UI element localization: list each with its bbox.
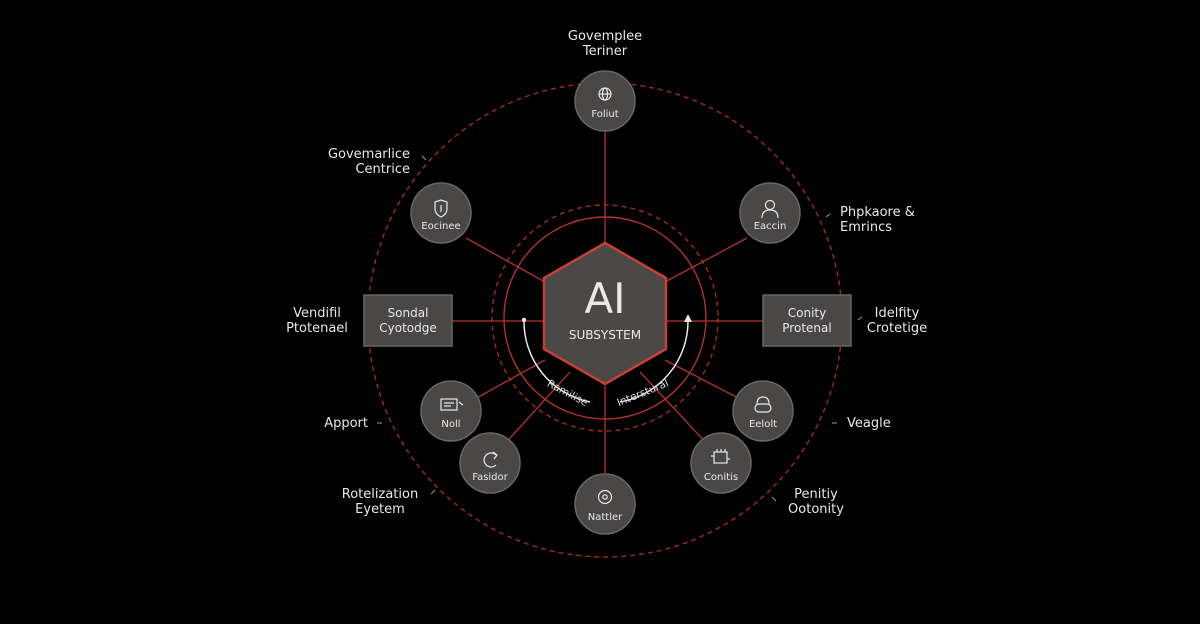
node-lower-left[interactable]: Noll — [420, 380, 482, 442]
node-lower-left-2[interactable]: Fasidor — [459, 432, 521, 494]
label-mid-right: Idelfity Crotetige — [857, 306, 937, 336]
core-subtitle: SUBSYSTEM — [569, 328, 641, 342]
node-label: Fasidor — [472, 472, 508, 483]
label-pointers — [377, 155, 863, 502]
globe-icon — [598, 87, 612, 101]
arc-dot — [521, 317, 527, 323]
spoke-lower-left-2 — [501, 371, 571, 448]
spoke-lower-left — [472, 359, 546, 401]
label-mid-left-line1: Vendifil — [293, 306, 341, 321]
gear-icon — [597, 489, 613, 505]
box-label-line1: Conity — [788, 306, 826, 320]
node-top[interactable]: Foliut — [574, 70, 636, 132]
spoke-lower-right — [664, 359, 743, 401]
arc-arrowhead — [684, 314, 692, 322]
label-mid-right-line2: Crotetige — [866, 321, 928, 336]
node-label: Eelolt — [749, 419, 777, 430]
label-lower-right-line1: Veagle — [847, 416, 891, 431]
label-bottom-right-line1: Penitiy — [794, 487, 838, 502]
node-bottom[interactable]: Nattler — [574, 473, 636, 535]
shield-icon — [434, 199, 448, 218]
core-title: AI — [584, 274, 625, 323]
arc-label-right: Interstural — [615, 377, 670, 409]
node-label: Foliut — [591, 109, 618, 120]
label-lower-left-line1: Apport — [324, 416, 368, 431]
label-top-line2: Teriner — [582, 44, 628, 59]
label-bottom-left-line2: Eyetem — [355, 502, 405, 517]
label-top: Govemplee Teriner — [560, 29, 650, 59]
node-upper-left[interactable]: Eocinee — [410, 182, 472, 244]
label-bottom-right-line2: Ootonity — [788, 502, 844, 517]
label-bottom-left: Rotelization Eyetem — [330, 487, 430, 517]
node-lower-right-2[interactable]: Conitis — [690, 432, 752, 494]
label-bottom-right: Penitiy Ootonity — [776, 487, 856, 517]
lock-icon — [754, 396, 772, 413]
spoke-upper-left — [465, 237, 546, 283]
label-upper-left-line2: Centrice — [355, 162, 410, 177]
label-bottom-left-line1: Rotelization — [341, 487, 419, 502]
label-mid-right-line1: Idelfity — [874, 306, 920, 321]
core-hexagon[interactable] — [542, 241, 668, 386]
node-right-box[interactable]: Conity Protenal — [762, 294, 852, 347]
refresh-icon — [483, 451, 498, 468]
label-lower-left: Apport — [300, 416, 368, 431]
label-lower-right: Veagle — [847, 416, 917, 431]
spoke-upper-right — [664, 237, 748, 283]
arc-left — [523, 319, 591, 403]
node-label: Nattler — [588, 512, 623, 523]
arc-right — [619, 319, 689, 403]
label-upper-left: Govemarlice Centrice — [310, 147, 410, 177]
label-upper-right: Phpkaore & Emrincs — [840, 205, 940, 235]
label-top-line1: Govemplee — [567, 29, 643, 44]
document-icon — [440, 398, 464, 411]
node-label: Noll — [441, 419, 460, 430]
node-label: Eaccin — [754, 221, 787, 232]
node-upper-right[interactable]: Eaccin — [739, 182, 801, 244]
node-lower-right[interactable]: Eelolt — [732, 380, 794, 442]
node-label: Conitis — [704, 472, 738, 483]
label-mid-left-line2: Ptotenael — [286, 321, 348, 336]
box-label-line2: Cyotodge — [379, 321, 437, 335]
label-upper-left-line1: Govemarlice — [327, 147, 410, 162]
label-mid-left: Vendifil Ptotenael — [276, 306, 358, 336]
chip-icon — [711, 449, 730, 464]
node-label: Eocinee — [421, 221, 460, 232]
person-icon — [761, 199, 779, 219]
label-upper-right-line2: Emrincs — [840, 220, 892, 235]
node-left-box[interactable]: Sondal Cyotodge — [363, 294, 453, 347]
box-label-line2: Protenal — [782, 321, 831, 335]
connector-spokes — [450, 130, 763, 473]
label-upper-right-line1: Phpkaore & — [840, 205, 915, 220]
box-label-line1: Sondal — [388, 306, 429, 320]
spoke-lower-right-2 — [639, 371, 711, 448]
